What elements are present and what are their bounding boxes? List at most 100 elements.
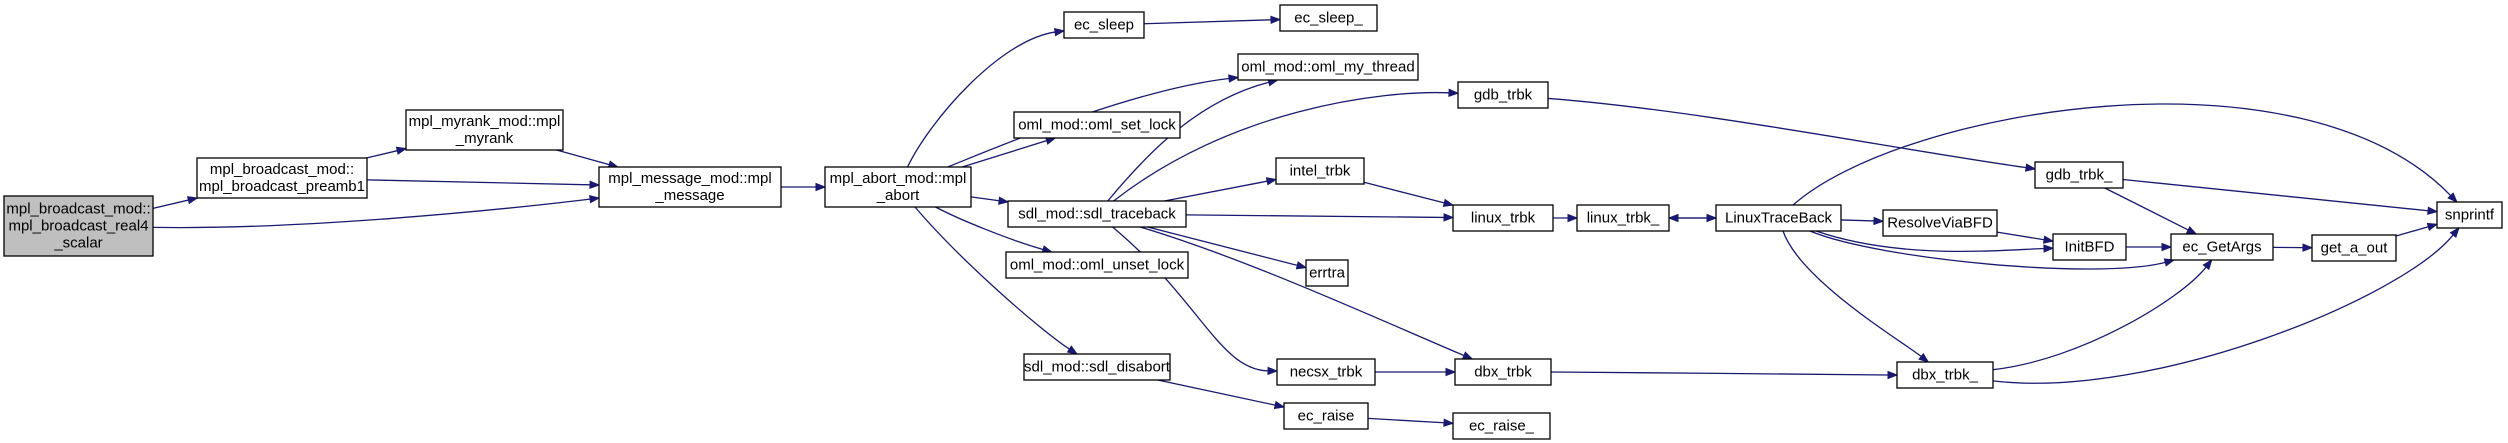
node-box [2170, 233, 2274, 261]
node-abort[interactable]: mpl_abort_mod::mpl_abort [824, 166, 972, 208]
edge-line [962, 140, 1047, 168]
node-preamble[interactable]: mpl_broadcast_mod::mpl_broadcast_preamb1 [196, 157, 368, 199]
node-box [1023, 353, 1171, 381]
edge-get_a_out-to-snprintf [2395, 222, 2439, 237]
node-box [1457, 81, 1549, 109]
edge-line [152, 198, 591, 229]
node-sdl_traceback[interactable]: sdl_mod::sdl_traceback [1007, 200, 1187, 228]
edge-line [1112, 226, 1269, 372]
edge-preamble-to-message [366, 179, 601, 190]
node-label: oml_mod::oml_set_lock [1018, 117, 1176, 134]
node-ec_raise_[interactable]: ec_raise_ [1452, 412, 1551, 440]
node-dbx_trbk[interactable]: dbx_trbk [1454, 358, 1552, 386]
edge-sdl_traceback-to-linux_trbk [1185, 213, 1455, 222]
node-label: oml_mod::oml_unset_lock [1010, 257, 1185, 274]
node-LinuxTraceBack[interactable]: LinuxTraceBack [1715, 204, 1842, 232]
edge-line [1840, 219, 1875, 222]
edge-sdl_traceback-to-errtra [1147, 226, 1308, 270]
arrowhead-icon [1461, 351, 1474, 360]
edge-line [556, 149, 610, 166]
node-label: snprintf [2445, 207, 2495, 224]
node-label: get_a_out [2321, 240, 2389, 257]
arrowhead-icon [589, 194, 601, 204]
arrowhead-icon [998, 196, 1010, 205]
edge-abort-to-oml_set_lock [962, 136, 1057, 168]
node-box [2052, 233, 2127, 261]
node-oml_my_thread[interactable]: oml_mod::oml_my_thread [1237, 53, 1419, 81]
edge-line [1550, 371, 1889, 376]
edge-line [1367, 417, 1445, 424]
node-label: mpl_abort_mod::mpl [830, 170, 967, 187]
node-myrank[interactable]: mpl_myrank_mod::mpl_myrank [405, 109, 564, 151]
node-errtra[interactable]: errtra [1305, 259, 1349, 287]
node-box [196, 157, 368, 199]
arrowhead-icon [1445, 367, 1457, 377]
arrowhead-icon [2202, 258, 2213, 271]
node-snprintf[interactable]: snprintf [2436, 201, 2503, 229]
arrowhead-icon [1273, 400, 1286, 410]
edge-sdl_traceback-to-gdb_trbk [1113, 88, 1460, 202]
node-root[interactable]: mpl_broadcast_mod::mpl_broadcast_real4_s… [3, 195, 154, 257]
arrowhead-icon [2042, 235, 2055, 244]
node-box [1275, 157, 1365, 185]
node-gdb_trbk_[interactable]: gdb_trbk_ [2034, 161, 2124, 189]
node-sdl_disabort[interactable]: sdl_mod::sdl_disabort [1023, 353, 1171, 381]
node-ResolveViaBFD[interactable]: ResolveViaBFD [1882, 209, 1998, 237]
node-intel_trbk[interactable]: intel_trbk [1275, 157, 1365, 185]
edge-line [906, 31, 1056, 168]
node-label: mpl_broadcast_mod:: [210, 161, 354, 178]
edge-LinuxTraceBack-to-ResolveViaBFD [1840, 216, 1885, 226]
arrowhead-icon [1567, 213, 1579, 223]
edge-abort-to-sdl_disabort [914, 206, 1079, 355]
node-box [3, 195, 154, 257]
node-ec_raise[interactable]: ec_raise [1283, 402, 1369, 430]
node-label: ec_GetArgs [2182, 239, 2261, 256]
arrowhead-icon [1066, 345, 1079, 355]
node-box [1452, 412, 1551, 440]
node-box [1896, 361, 1994, 389]
node-oml_set_lock[interactable]: oml_mod::oml_set_lock [1013, 111, 1181, 139]
edge-ResolveViaBFD-to-InitBFD [1996, 231, 2055, 244]
edge-line [366, 179, 591, 186]
arrowhead-icon [815, 182, 827, 192]
edge-LinuxTraceBack-to-ec_GetArgs [1809, 230, 2176, 270]
arrowhead-icon [1270, 15, 1282, 25]
node-box [1715, 204, 1842, 232]
node-linux_trbk[interactable]: linux_trbk [1452, 204, 1554, 232]
edge-dbx_trbk_-to-ec_GetArgs [1992, 258, 2213, 371]
arrowhead-icon [1265, 177, 1278, 186]
node-gdb_trbk[interactable]: gdb_trbk [1457, 81, 1549, 109]
node-box [2436, 201, 2503, 229]
node-necsx_trbk[interactable]: necsx_trbk [1276, 358, 1376, 386]
arrowhead-icon [1267, 366, 1279, 376]
edge-line [1792, 103, 2452, 206]
node-label: sdl_mod::sdl_traceback [1018, 206, 1176, 223]
arrowhead-icon [2025, 163, 2037, 172]
node-InitBFD[interactable]: InitBFD [2052, 233, 2127, 261]
node-ec_GetArgs[interactable]: ec_GetArgs [2170, 233, 2274, 261]
edge-line [1992, 234, 2454, 384]
node-label: necsx_trbk [1290, 364, 1363, 381]
node-linux_trbk_[interactable]: linux_trbk_ [1576, 204, 1670, 232]
edge-line [935, 206, 1044, 251]
node-label: oml_mod::oml_my_thread [1241, 59, 1414, 76]
arrowhead-icon [2163, 258, 2176, 267]
node-ec_sleep[interactable]: ec_sleep [1063, 11, 1145, 39]
edge-line [2395, 226, 2429, 237]
node-box [824, 166, 972, 208]
node-box [1063, 11, 1145, 39]
node-label: mpl_broadcast_real4 [8, 218, 148, 235]
node-ec_sleep_[interactable]: ec_sleep_ [1279, 4, 1378, 32]
edge-line [970, 196, 1000, 202]
arrowhead-icon [2161, 242, 2173, 252]
node-label: LinuxTraceBack [1725, 210, 1832, 227]
arrowhead-icon [2043, 244, 2055, 253]
node-get_a_out[interactable]: get_a_out [2311, 234, 2397, 262]
node-label: _message [654, 187, 724, 204]
node-label: mpl_myrank_mod::mpl [409, 113, 561, 130]
arrowhead-icon [2427, 206, 2439, 215]
node-message[interactable]: mpl_message_mod::mpl_message [598, 166, 782, 208]
node-oml_unset_lock[interactable]: oml_mod::oml_unset_lock [1005, 251, 1189, 279]
node-dbx_trbk_[interactable]: dbx_trbk_ [1896, 361, 1994, 389]
arrowhead-icon [2449, 226, 2460, 239]
